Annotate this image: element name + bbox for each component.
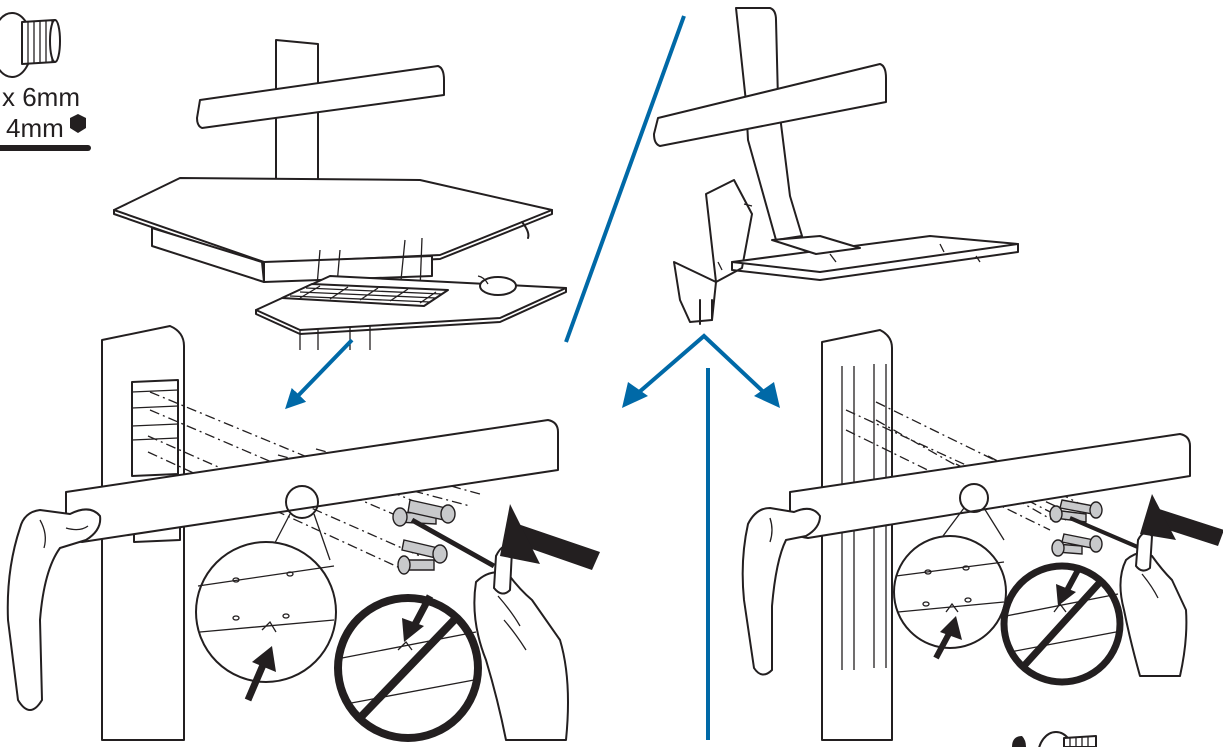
screw-icon: [1049, 499, 1103, 557]
notch-correct-icon: [893, 535, 1007, 660]
screw-size-label: x 6mm: [2, 82, 80, 112]
hex-key-icon: [410, 517, 513, 595]
attach-bar-to-column-left: [6, 325, 600, 742]
notch-correct-icon: [195, 541, 337, 702]
prohibited-icon: [334, 594, 482, 742]
attach-bar-to-column-right: [741, 329, 1223, 741]
step-divider-lines: [564, 15, 710, 740]
desk-converter-front-view: [113, 39, 567, 350]
hex-key-icon: [0, 114, 91, 151]
prohibited-icon: [1000, 562, 1124, 686]
screw-icon: [1012, 731, 1097, 752]
desk-converter-rear-view: [653, 7, 1019, 325]
direction-arrows: [285, 333, 780, 410]
screw-icon: [392, 499, 456, 575]
hex-size-label: 4mm: [6, 113, 64, 143]
screw-icon: [0, 12, 61, 78]
